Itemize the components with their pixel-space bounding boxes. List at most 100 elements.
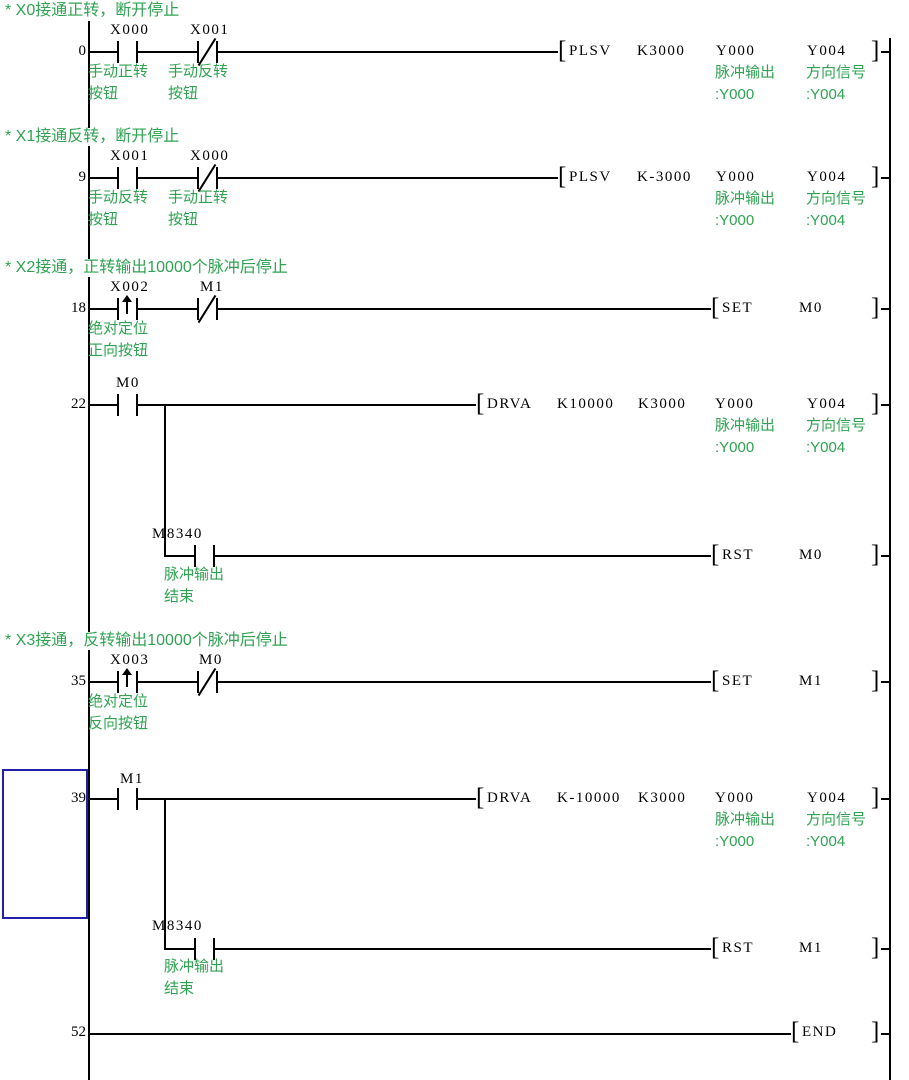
contact-device-label: X002 <box>110 279 150 295</box>
contact-device-label: M0 <box>116 375 140 391</box>
instruction-open-bracket: [ <box>711 294 720 321</box>
instruction-name[interactable]: RST <box>722 940 755 956</box>
no-contact-icon[interactable] <box>117 394 138 416</box>
no-contact-icon[interactable] <box>194 545 215 567</box>
contact-comment: 按钮 <box>168 211 199 228</box>
contact-comment: 手动反转 <box>88 189 149 206</box>
contact-device-label: X000 <box>110 22 150 38</box>
instruction-close-bracket: ] <box>871 163 880 190</box>
instruction-arg[interactable]: Y004 <box>807 169 847 185</box>
arg-comment: :Y000 <box>715 86 755 103</box>
rung-comment: * X0接通正转，断开停止 <box>5 2 180 20</box>
instruction-open-bracket: [ <box>711 934 720 961</box>
instruction-arg[interactable]: Y004 <box>807 396 847 412</box>
no-contact-icon[interactable] <box>117 41 138 63</box>
no-contact-icon[interactable] <box>117 167 138 189</box>
contact-comment: 手动正转 <box>168 189 229 206</box>
instruction-arg[interactable]: K10000 <box>557 396 615 412</box>
arg-comment: :Y000 <box>715 833 755 850</box>
contact-device-label: X001 <box>110 148 150 164</box>
instruction-arg[interactable]: Y004 <box>807 790 847 806</box>
rung-wire <box>88 308 711 310</box>
instruction-arg[interactable]: M1 <box>799 673 823 689</box>
contact-device-label: X003 <box>110 652 150 668</box>
bracket-tick <box>881 681 889 683</box>
arg-comment: :Y004 <box>806 833 846 850</box>
instruction-name[interactable]: SET <box>722 300 754 316</box>
arg-comment: :Y000 <box>715 212 755 229</box>
contact-comment: 手动反转 <box>168 63 229 80</box>
instruction-arg[interactable]: K3000 <box>637 43 686 59</box>
instruction-name[interactable]: END <box>802 1024 838 1040</box>
instruction-open-bracket: [ <box>558 37 567 64</box>
instruction-arg[interactable]: Y000 <box>715 790 755 806</box>
instruction-open-bracket: [ <box>476 784 485 811</box>
rung-wire <box>88 681 711 683</box>
arg-comment: 脉冲输出 <box>715 64 776 81</box>
instruction-close-bracket: ] <box>871 784 880 811</box>
instruction-arg[interactable]: Y000 <box>715 396 755 412</box>
rung-wire <box>88 177 558 179</box>
no-contact-icon[interactable] <box>117 788 138 810</box>
selection-cursor[interactable] <box>2 769 88 919</box>
arg-comment: :Y000 <box>715 439 755 456</box>
instruction-arg[interactable]: K3000 <box>638 790 687 806</box>
instruction-name[interactable]: SET <box>722 673 754 689</box>
instruction-name[interactable]: PLSV <box>569 43 612 59</box>
rung-wire <box>88 1033 791 1035</box>
contact-comment: 绝对定位 <box>88 320 149 337</box>
instruction-name[interactable]: PLSV <box>569 169 612 185</box>
instruction-arg[interactable]: Y000 <box>716 169 756 185</box>
contact-comment: 按钮 <box>88 211 119 228</box>
contact-device-label: X000 <box>190 148 230 164</box>
bracket-tick <box>881 51 889 53</box>
rung-wire <box>88 404 476 406</box>
contact-device-label: X001 <box>190 22 230 38</box>
instruction-close-bracket: ] <box>871 1018 880 1045</box>
instruction-arg[interactable]: M1 <box>799 940 823 956</box>
contact-comment: 绝对定位 <box>88 693 149 710</box>
up-arrow-icon <box>122 295 132 302</box>
instruction-arg[interactable]: K-10000 <box>557 790 621 806</box>
instruction-close-bracket: ] <box>871 390 880 417</box>
contact-comment: 按钮 <box>88 85 119 102</box>
instruction-close-bracket: ] <box>871 667 880 694</box>
instruction-arg[interactable]: M0 <box>799 300 823 316</box>
no-contact-icon[interactable] <box>194 938 215 960</box>
instruction-name[interactable]: DRVA <box>487 396 533 412</box>
up-arrow-icon <box>126 302 128 314</box>
contact-device-label: M8340 <box>152 918 203 934</box>
bracket-tick <box>881 308 889 310</box>
contact-device-label: M1 <box>200 279 224 295</box>
contact-comment: 脉冲输出 <box>164 958 225 975</box>
contact-device-label: M0 <box>199 652 223 668</box>
rung-comment: * X1接通反转，断开停止 <box>5 128 180 146</box>
arg-comment: :Y004 <box>806 212 846 229</box>
right-power-rail <box>889 38 891 1080</box>
contact-comment: 结束 <box>164 588 195 605</box>
arg-comment: :Y004 <box>806 86 846 103</box>
step-number: 18 <box>71 300 86 316</box>
instruction-arg[interactable]: Y000 <box>716 43 756 59</box>
contact-comment: 结束 <box>164 980 195 997</box>
instruction-close-bracket: ] <box>871 294 880 321</box>
bracket-tick <box>881 177 889 179</box>
instruction-arg[interactable]: M0 <box>799 547 823 563</box>
instruction-arg[interactable]: Y004 <box>807 43 847 59</box>
branch-rung-wire <box>164 948 711 950</box>
instruction-arg[interactable]: K-3000 <box>637 169 692 185</box>
instruction-open-bracket: [ <box>791 1018 800 1045</box>
instruction-open-bracket: [ <box>558 163 567 190</box>
contact-device-label: M8340 <box>152 526 203 542</box>
step-number: 52 <box>71 1024 86 1040</box>
instruction-name[interactable]: RST <box>722 547 755 563</box>
arg-comment: 脉冲输出 <box>715 811 776 828</box>
left-power-rail <box>88 21 90 1080</box>
branch-rung-wire <box>164 555 711 557</box>
instruction-name[interactable]: DRVA <box>487 790 533 806</box>
instruction-open-bracket: [ <box>711 541 720 568</box>
contact-comment: 手动正转 <box>88 63 149 80</box>
contact-comment: 脉冲输出 <box>164 566 225 583</box>
instruction-arg[interactable]: K3000 <box>638 396 687 412</box>
